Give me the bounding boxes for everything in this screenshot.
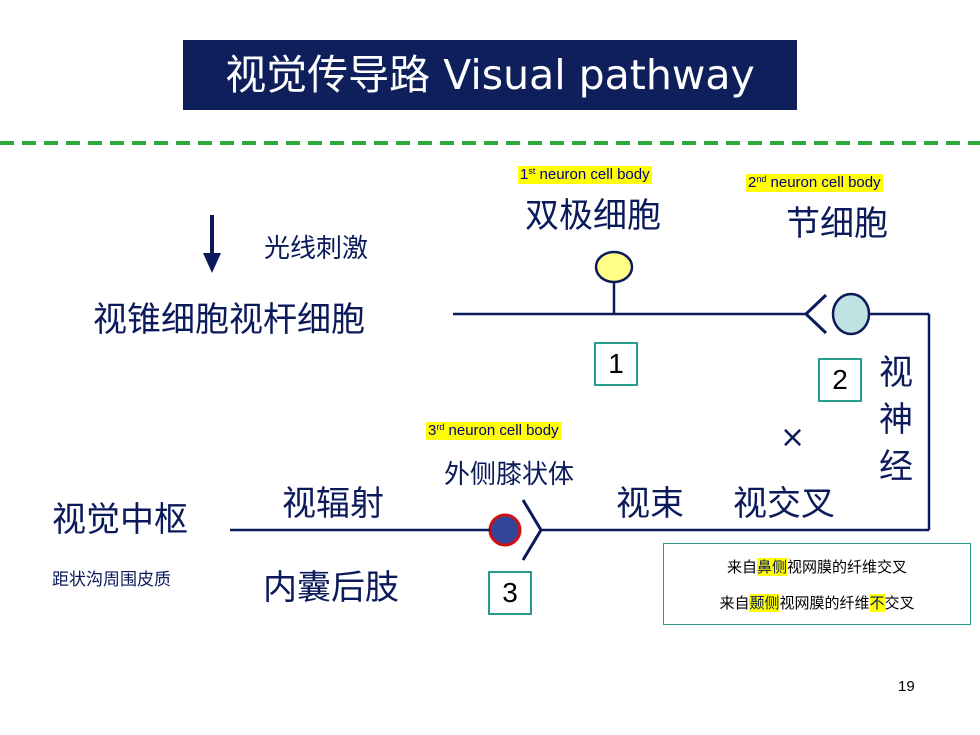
lgn-label: 外侧膝状体	[444, 460, 575, 490]
synapse-2-bracket	[521, 499, 543, 561]
visual-center-label: 视觉中枢	[52, 500, 188, 540]
bipolar-cell-body	[594, 250, 634, 284]
third-neuron-label: 3rd neuron cell body	[426, 422, 561, 440]
note-line-nasal: 来自鼻侧视网膜的纤维交叉	[726, 558, 908, 576]
ganglion-cell-label: 节细胞	[786, 204, 888, 244]
first-neuron-label: 1st neuron cell body	[518, 166, 652, 184]
calcarine-cortex-label: 距状沟周围皮质	[52, 570, 171, 590]
internal-capsule-label: 内囊后肢	[263, 568, 399, 608]
fiber-crossing-note: 来自鼻侧视网膜的纤维交叉 来自颞侧视网膜的纤维不交叉	[663, 543, 971, 625]
second-neuron-label: 2nd neuron cell body	[746, 174, 883, 192]
lgn-cell-body	[488, 513, 522, 547]
optic-tract-label: 视束	[616, 484, 684, 524]
photoreceptor-label: 视锥细胞视杆细胞	[93, 300, 365, 340]
synapse-1-bracket	[803, 293, 828, 335]
down-arrow-icon	[203, 215, 221, 273]
optic-nerve-label: 视神经	[879, 353, 913, 487]
neuron-number-1: 1	[594, 342, 638, 386]
slide-title-box: 视觉传导路 Visual pathway	[183, 40, 797, 110]
neuron-number-3: 3	[488, 571, 532, 615]
slide-title: 视觉传导路 Visual pathway	[225, 51, 755, 99]
light-stimulus-label: 光线刺激	[264, 234, 369, 264]
optic-chiasm-label: 视交叉	[733, 484, 835, 524]
bipolar-cell-label: 双极细胞	[525, 196, 661, 236]
optic-radiation-label: 视辐射	[282, 484, 384, 524]
note-line-temporal: 来自颞侧视网膜的纤维不交叉	[719, 594, 915, 612]
crossing-mark-icon: ×	[780, 420, 806, 455]
ganglion-cell-body	[831, 292, 871, 336]
neuron-number-2: 2	[818, 358, 862, 402]
page-number: 19	[898, 678, 915, 695]
